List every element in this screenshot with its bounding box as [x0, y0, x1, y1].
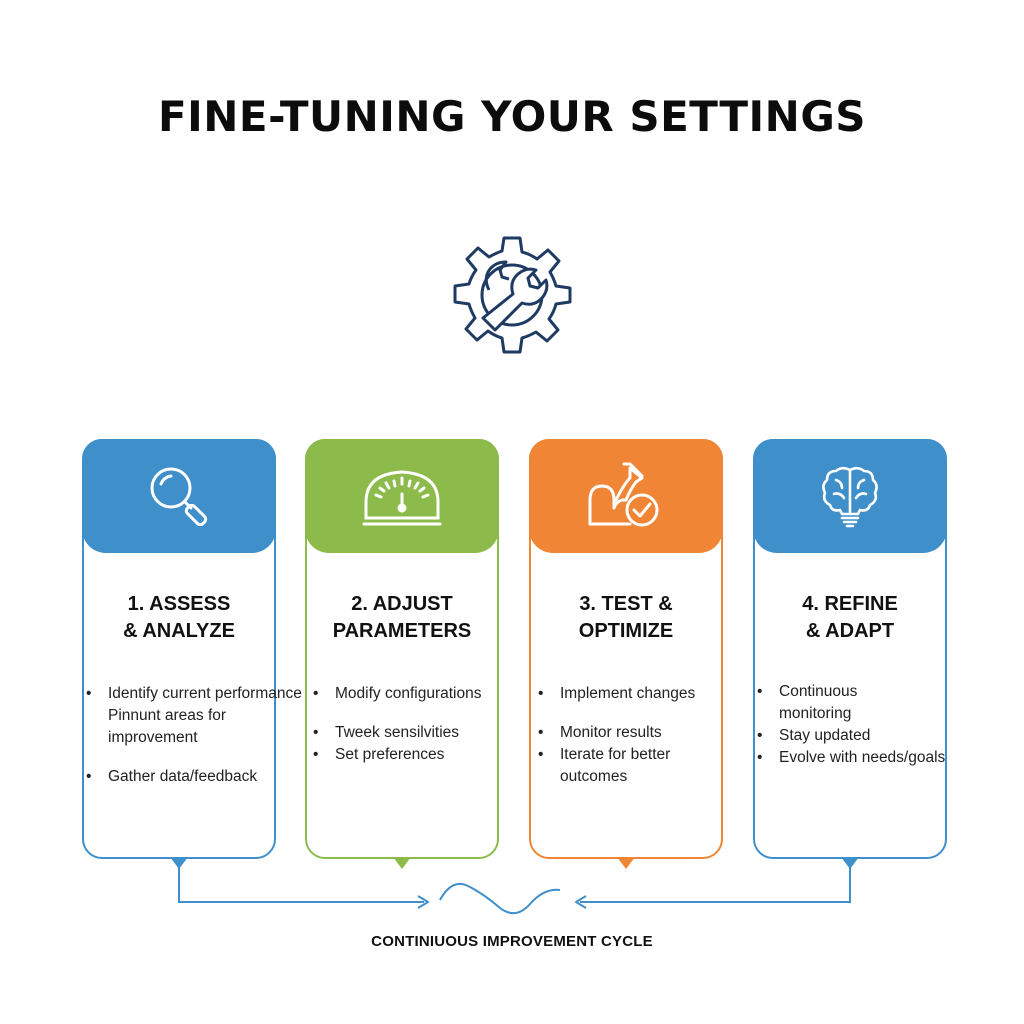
left-flow-arrow: [178, 864, 424, 903]
list-item: •Implement changes: [538, 685, 696, 702]
brain-bulb-icon: [822, 466, 878, 528]
list-item: •Tweek sensilvities: [313, 724, 460, 741]
gauge-icon: [362, 470, 442, 526]
step-header-test: [529, 439, 723, 553]
list-item: •Continuous: [757, 683, 858, 700]
wave-line: [439, 882, 561, 915]
gear-wrench-icon: [453, 236, 572, 354]
step-title: 3. TEST & OPTIMIZE: [578, 593, 674, 642]
step-bullets: •Continuous monitoring •Stay updated •Ev…: [757, 681, 957, 769]
list-item: •Monitor results: [538, 724, 662, 741]
magnifier-icon: [150, 467, 208, 527]
list-item: •Identify current performance: [86, 685, 302, 702]
step-title: 4. REFINE & ADAPT: [802, 593, 898, 642]
card-pointer: [617, 857, 635, 869]
step-header-adjust: [305, 439, 499, 553]
step-header-refine: [753, 439, 947, 553]
list-item: improvement: [108, 729, 198, 746]
step-title: 2. ADJUST PARAMETERS: [332, 593, 472, 642]
page-title: FINE-TUNING YOUR SETTINGS: [157, 92, 867, 141]
card-pointer: [170, 857, 188, 869]
list-item: •Iterate for better: [538, 746, 671, 763]
list-item: •Modify configurations: [313, 685, 482, 702]
card-pointer: [393, 857, 411, 869]
cycle-flow-arrows: [178, 864, 851, 915]
list-item: •Evolve with needs/goals: [757, 749, 946, 766]
list-item: •Set preferences: [313, 746, 445, 763]
card-pointer: [841, 857, 859, 869]
step-card-assess: 1. ASSESS & ANALYZE •Identify current pe…: [82, 439, 302, 859]
step-title: 1. ASSESS & ANALYZE: [123, 593, 235, 642]
step-card-test: 3. TEST & OPTIMIZE •Implement changes •M…: [529, 439, 723, 859]
step-header-assess: [82, 439, 276, 553]
cycle-label: CONTINIUOUS IMPROVEMENT CYCLE: [371, 933, 653, 950]
list-item: monitoring: [779, 705, 852, 722]
step-bullets: •Modify configurations •Tweek sensilviti…: [313, 683, 573, 766]
chart-check-icon: [588, 462, 659, 527]
list-item: •Stay updated: [757, 727, 871, 744]
step-card-adjust: 2. ADJUST PARAMETERS •Modify configurati…: [305, 439, 499, 859]
right-flow-arrow: [580, 864, 851, 903]
list-item: outcomes: [560, 768, 628, 785]
list-item: •Gather data/feedback: [86, 768, 258, 785]
list-item: Pinnunt areas for: [108, 707, 227, 724]
step-bullets: •Implement changes •Monitor results •Ite…: [538, 683, 798, 788]
step-bullets: •Identify current performance Pinnunt ar…: [86, 683, 346, 788]
step-card-refine: 4. REFINE & ADAPT •Continuous monitoring…: [753, 439, 947, 859]
